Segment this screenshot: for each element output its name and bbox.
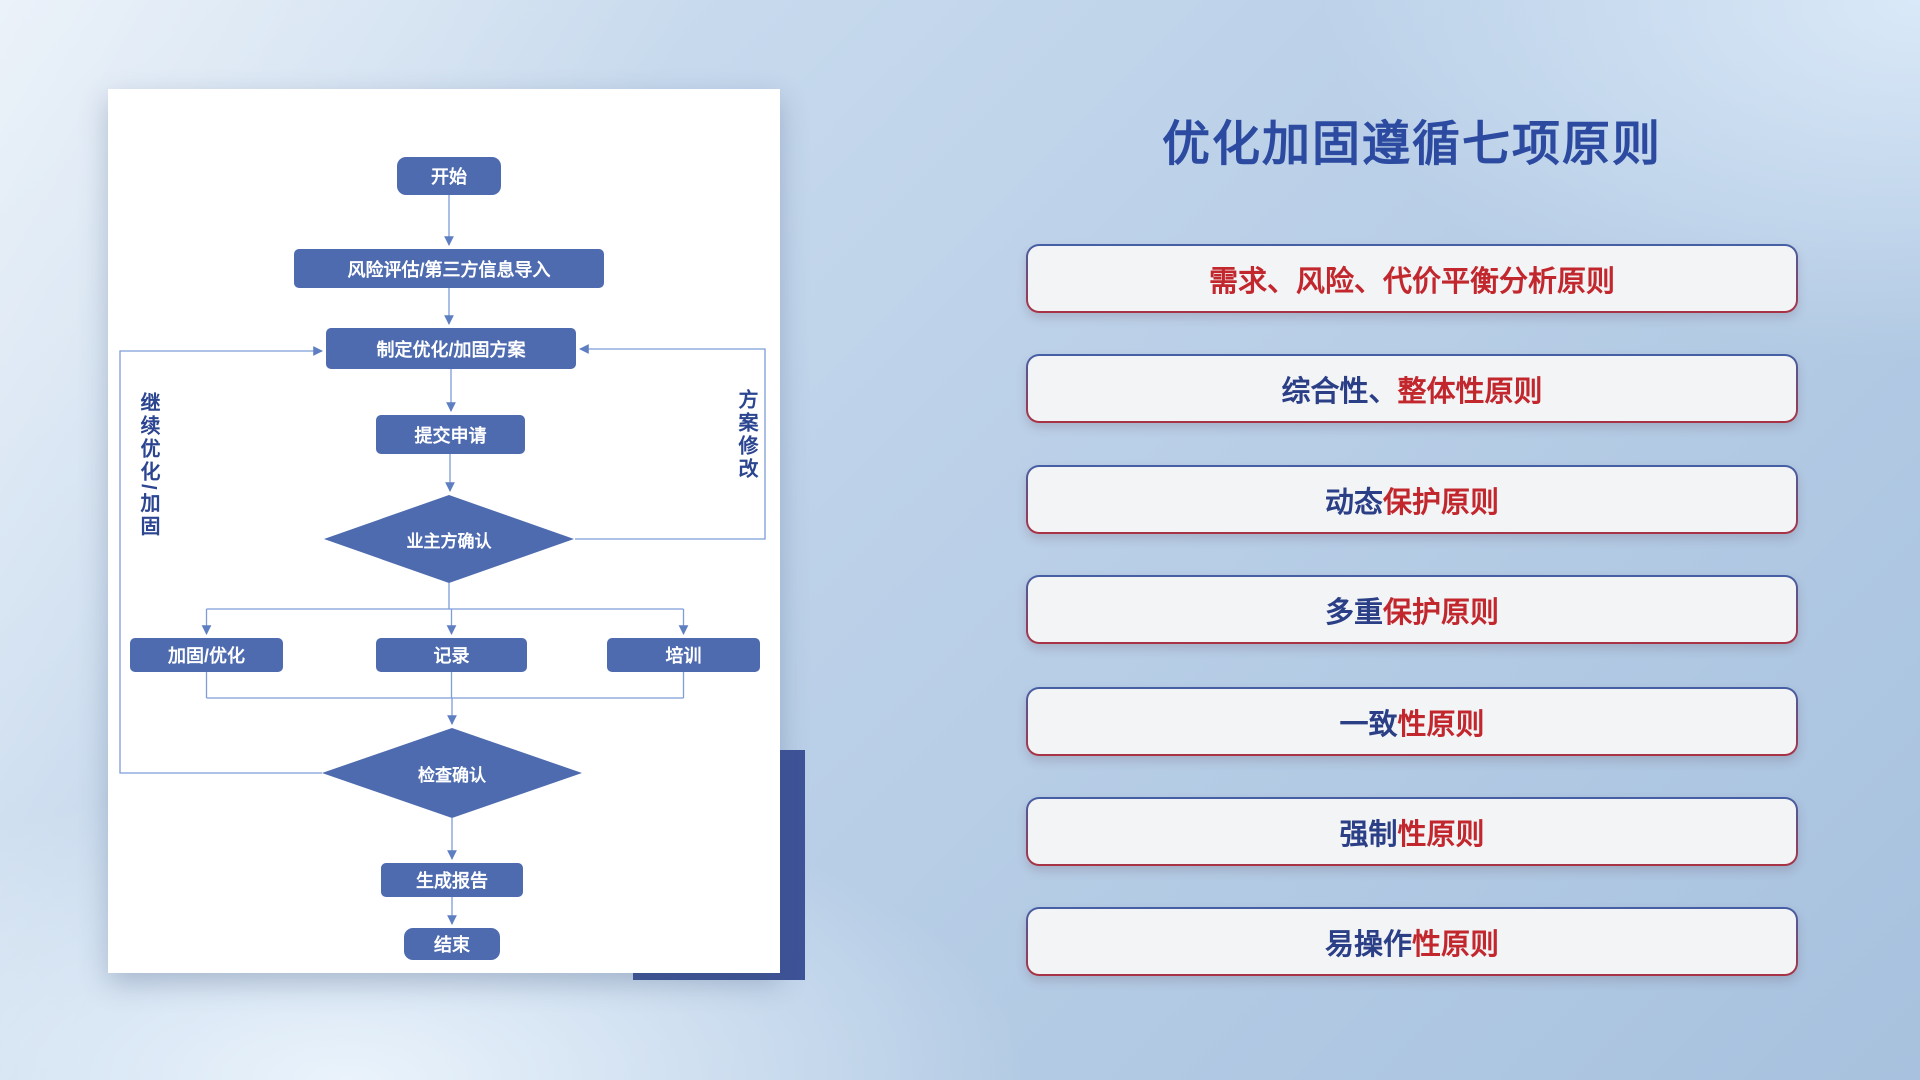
principle-emphasis: 需求、风险、代价平衡分析原则	[1208, 265, 1615, 298]
flow-node-report: 生成报告	[381, 863, 523, 897]
principle-prefix: 易操作	[1324, 928, 1412, 961]
edge-label-continue-loop: 继续优化/加固	[137, 392, 159, 539]
principle-item-2: 综合性、整体性原则	[1026, 354, 1798, 423]
principle-item-5: 一致性原则	[1026, 687, 1798, 756]
principle-label: 强制性原则	[1028, 799, 1796, 864]
principle-prefix: 强制	[1339, 818, 1398, 851]
flow-node-start: 开始	[397, 157, 501, 195]
principle-label: 动态保护原则	[1028, 467, 1796, 532]
principle-emphasis: 保护原则	[1383, 486, 1500, 519]
principle-prefix: 一致	[1339, 708, 1398, 741]
flow-node-record: 记录	[376, 638, 527, 672]
flow-node-end: 结束	[404, 928, 500, 960]
principles-panel: 优化加固遵循七项原则 需求、风险、代价平衡分析原则 综合性、整体性原则 动态保护…	[1026, 0, 1798, 1080]
principle-item-1: 需求、风险、代价平衡分析原则	[1026, 244, 1798, 313]
principle-item-3: 动态保护原则	[1026, 465, 1798, 534]
principle-item-7: 易操作性原则	[1026, 907, 1798, 976]
flow-node-make-plan: 制定优化/加固方案	[326, 328, 576, 369]
flow-node-training: 培训	[607, 638, 760, 672]
principle-label: 综合性、整体性原则	[1028, 356, 1796, 421]
edge-label-plan-revision: 方案修改	[735, 389, 757, 481]
principle-emphasis: 性原则	[1412, 928, 1500, 961]
principle-emphasis: 保护原则	[1383, 596, 1500, 629]
principle-prefix: 动态	[1324, 486, 1383, 519]
slide-title: 优化加固遵循七项原则	[1161, 118, 1662, 171]
principle-emphasis: 性原则	[1397, 708, 1485, 741]
principle-emphasis: 整体性原则	[1397, 375, 1543, 408]
principle-prefix: 多重	[1324, 596, 1383, 629]
principle-label: 一致性原则	[1028, 689, 1796, 754]
principle-label: 易操作性原则	[1028, 909, 1796, 974]
flowchart-connectors	[119, 195, 766, 925]
principle-prefix: 综合性、	[1281, 375, 1398, 408]
flow-node-risk-import: 风险评估/第三方信息导入	[294, 249, 604, 288]
flowchart-card: 开始 风险评估/第三方信息导入 制定优化/加固方案 提交申请 业主方确认 加固/…	[108, 89, 780, 973]
principle-label: 多重保护原则	[1028, 577, 1796, 642]
principle-item-4: 多重保护原则	[1026, 575, 1798, 644]
principle-emphasis: 性原则	[1397, 818, 1485, 851]
flow-node-submit: 提交申请	[376, 415, 525, 454]
flow-node-reinforce: 加固/优化	[130, 638, 283, 672]
principle-label: 需求、风险、代价平衡分析原则	[1028, 246, 1796, 311]
principle-item-6: 强制性原则	[1026, 797, 1798, 866]
